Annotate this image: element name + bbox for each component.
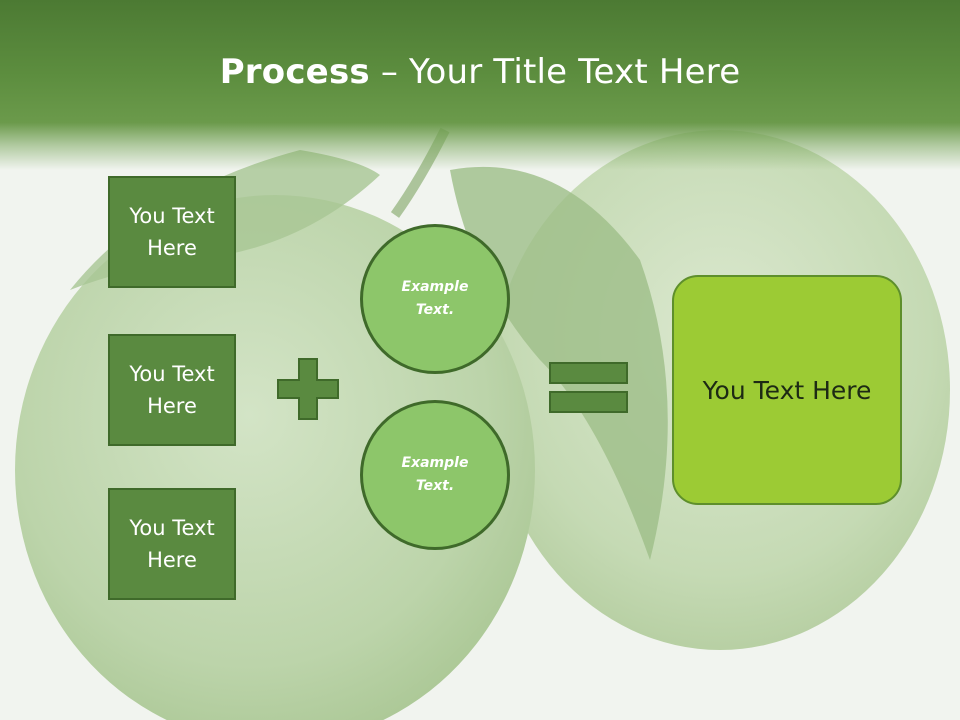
title-bold: Process: [219, 52, 370, 92]
result-box: You Text Here: [672, 275, 902, 505]
title-rest: – Your Title Text Here: [369, 52, 741, 92]
text-box-2: You Text Here: [108, 334, 236, 446]
equals-icon: [549, 362, 628, 413]
text-box-1: You Text Here: [108, 176, 236, 288]
plus-icon: [277, 358, 339, 420]
header-band: [0, 0, 960, 170]
text-box-3: You Text Here: [108, 488, 236, 600]
example-circle-1: Example Text.: [360, 224, 510, 374]
example-circle-2: Example Text.: [360, 400, 510, 550]
slide-title: Process – Your Title Text Here: [0, 52, 960, 92]
